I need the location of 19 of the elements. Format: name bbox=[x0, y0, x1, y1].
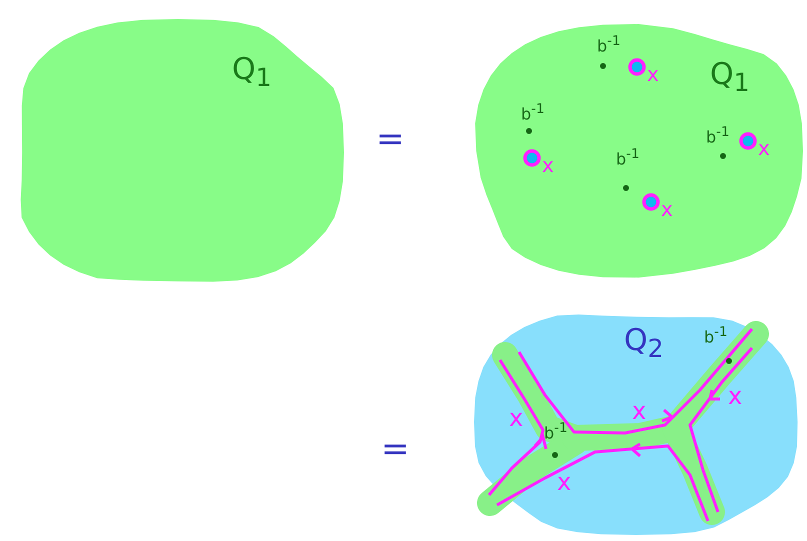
variable-label: x bbox=[647, 64, 659, 84]
point-label: b$^{-1}$ bbox=[616, 148, 640, 168]
region-label: Q$_{1}$ bbox=[710, 60, 750, 95]
variable-label: x bbox=[758, 138, 770, 158]
point-label: b$^{-1}$ bbox=[704, 326, 728, 346]
variable-label: x bbox=[661, 199, 673, 219]
point-label: b$^{-1}$ bbox=[597, 35, 620, 54]
point-label: b$^{-1}$ bbox=[706, 126, 730, 146]
point-label: b$^{-1}$ bbox=[544, 422, 568, 442]
region-label: Q$_{1}$ bbox=[232, 55, 272, 90]
variable-label: x bbox=[728, 384, 742, 408]
region-label: Q$_{2}$ bbox=[624, 326, 664, 361]
variable-label: x bbox=[542, 155, 554, 175]
point-label: b$^{-1}$ bbox=[521, 103, 544, 122]
variable-label: x bbox=[557, 470, 572, 494]
equals-sign: = bbox=[381, 432, 410, 466]
equals-sign: = bbox=[376, 122, 404, 156]
variable-label: x bbox=[509, 406, 524, 430]
variable-label: x bbox=[632, 399, 646, 423]
